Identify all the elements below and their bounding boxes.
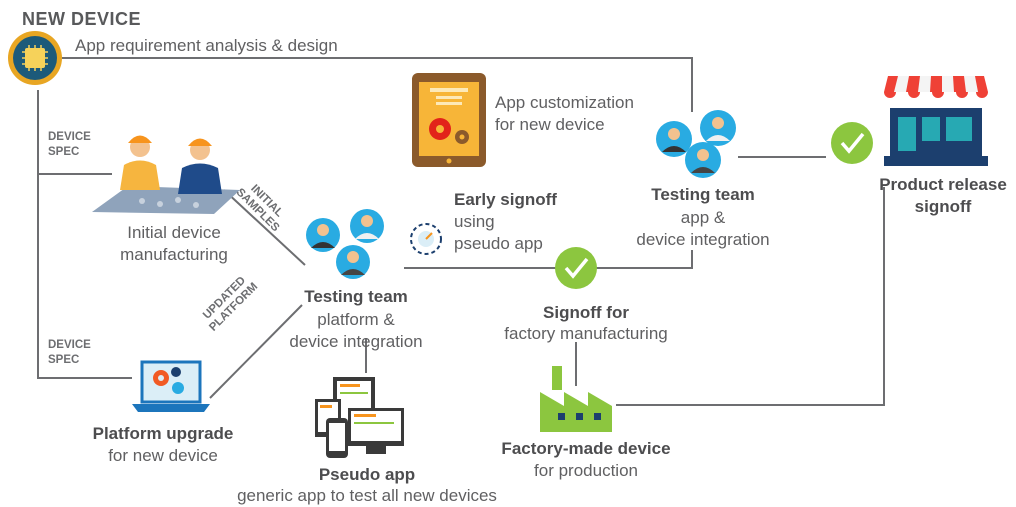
product-release-line1: Product release [879,175,1007,194]
pseudo-app-title: Pseudo app [318,465,416,484]
device-spec-label: DEVICE SPEC [48,339,91,366]
early-signoff-line1: using [454,212,495,231]
top-flow-label: App requirement analysis & design [75,36,338,55]
testing-team-platform-line1: platform & [317,310,395,329]
initial-manufacturing-line1: Initial device [127,223,221,242]
laptop-gears-icon [132,360,210,412]
connector-lines [37,57,885,406]
pseudo-app-line1: generic app to test all new devices [237,486,497,505]
platform-upgrade-line1: for new device [108,446,218,465]
app-customization-line2: for new device [495,115,605,134]
testing-team-platform-line2: device integration [289,332,423,351]
testing-team-app-line2: device integration [636,230,770,249]
workers-icon [92,135,240,214]
tablet-gears-icon [412,73,486,167]
device-spec-label: DEVICE SPEC [48,131,91,158]
dial-icon [410,223,442,255]
devices-icon [315,377,404,458]
team-icon [656,110,736,178]
factory-device-line1: for production [534,461,638,480]
testing-team-app-title: Testing team [651,185,755,204]
chip-icon [8,31,62,85]
testing-team-app-line1: app & [680,208,726,227]
early-signoff-title: Early signoff [454,190,557,209]
early-signoff-line2: pseudo app [454,234,543,253]
app-customization-line1: App customization [495,93,634,112]
factory-device-title: Factory-made device [501,439,671,458]
initial-manufacturing-line2: manufacturing [120,245,228,264]
team-icon [306,209,384,279]
checkmark-icon [831,122,873,164]
signoff-factory-line1: factory manufacturing [504,324,668,343]
signoff-factory-title: Signoff for [543,303,629,322]
factory-icon [540,366,612,432]
page-title: NEW DEVICE [22,9,142,29]
testing-team-platform-title: Testing team [304,287,408,306]
store-icon [884,76,988,166]
platform-upgrade-title: Platform upgrade [92,424,234,443]
checkmark-icon [555,247,597,289]
product-release-line2: signoff [914,197,972,216]
